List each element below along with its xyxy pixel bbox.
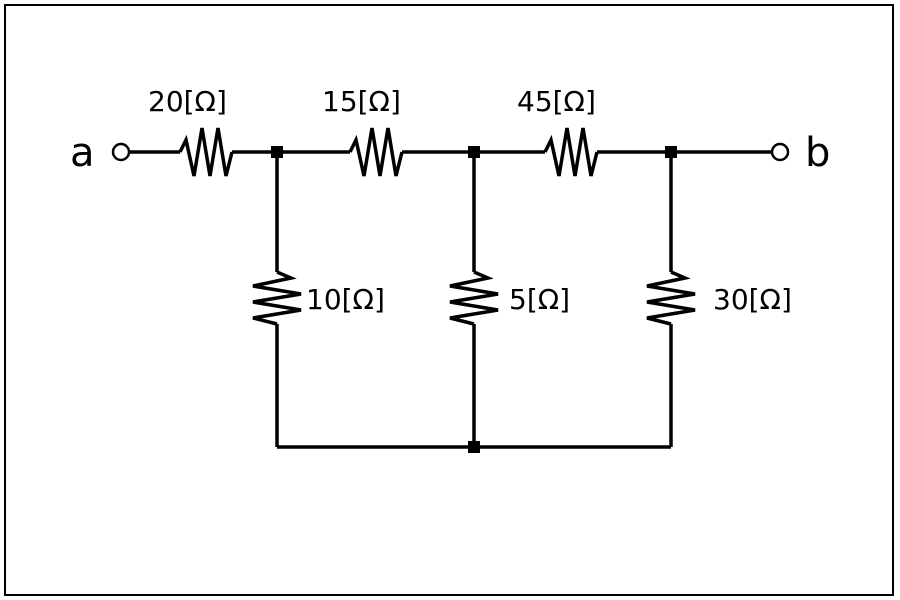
resistor-r3-label: 45[Ω]: [517, 85, 596, 118]
resistor-r5-zigzag: [449, 270, 499, 326]
diagram-border: [4, 4, 894, 596]
resistor-r1-label: 20[Ω]: [148, 85, 227, 118]
resistor-r6-zigzag: [646, 270, 696, 326]
terminal-a-circle: [111, 142, 131, 162]
resistor-r3-zigzag: [543, 127, 599, 177]
terminal-b-label: b: [805, 130, 830, 176]
resistor-r2-label: 15[Ω]: [322, 85, 401, 118]
resistor-r5-label: 5[Ω]: [509, 283, 570, 316]
resistor-r2-zigzag: [348, 127, 404, 177]
resistor-r4-zigzag: [252, 270, 302, 326]
terminal-a-label: a: [70, 130, 95, 176]
junction-node2: [468, 146, 480, 158]
junction-node1: [271, 146, 283, 158]
junction-node3: [665, 146, 677, 158]
resistor-r6-label: 30[Ω]: [713, 283, 792, 316]
junction-bottom: [468, 441, 480, 453]
resistor-r1-zigzag: [178, 127, 234, 177]
resistor-r4-label: 10[Ω]: [306, 283, 385, 316]
terminal-b-circle: [770, 142, 790, 162]
